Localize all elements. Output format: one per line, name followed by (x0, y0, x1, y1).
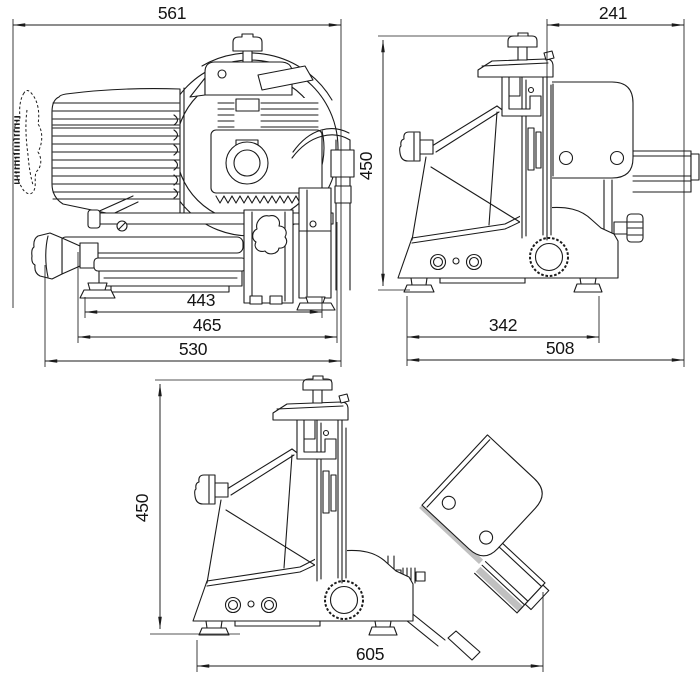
slide-knob (31, 232, 99, 280)
dim-open-height-label: 450 (132, 493, 152, 522)
carriage-boss (225, 141, 269, 185)
dim-tray-depth-label: 241 (599, 3, 627, 23)
dim-base-width-label: 530 (179, 339, 208, 359)
front-dimensions: 561 443 465 530 (12, 3, 342, 367)
sharpener-wing-knob (232, 33, 263, 52)
dim-feet-width-label: 443 (187, 290, 215, 310)
right-support (298, 139, 355, 299)
dim-height-label: 450 (356, 151, 376, 180)
side-dimensions: 241 450 342 508 (356, 3, 685, 367)
dim-base-depth-label: 508 (546, 338, 574, 358)
feet (79, 282, 336, 311)
sharpener (189, 33, 314, 98)
front-view: 561 443 465 530 (12, 3, 355, 367)
dim-overall-depth-label: 605 (356, 644, 384, 664)
hinge-bracket (330, 149, 355, 178)
slide-beam (59, 195, 334, 254)
dim-feet-depth-label: 342 (489, 315, 517, 335)
slide-plates (93, 257, 247, 293)
open-view-dimensions: 450 605 (132, 379, 544, 672)
pusher-handle-phantom (12, 90, 43, 195)
dim-overall-width-label: 561 (158, 3, 186, 23)
thickness-flower-knob (252, 215, 288, 255)
front-column (243, 209, 294, 305)
side-view-tray-open: 450 605 (132, 375, 599, 672)
cooling-fins (52, 102, 180, 200)
motor-housing (51, 87, 185, 223)
dim-slide-width-label: 465 (193, 315, 221, 335)
side-view: 241 450 342 508 (356, 3, 700, 367)
guard-vents (213, 98, 322, 131)
cable (292, 128, 350, 153)
carriage (210, 129, 323, 204)
